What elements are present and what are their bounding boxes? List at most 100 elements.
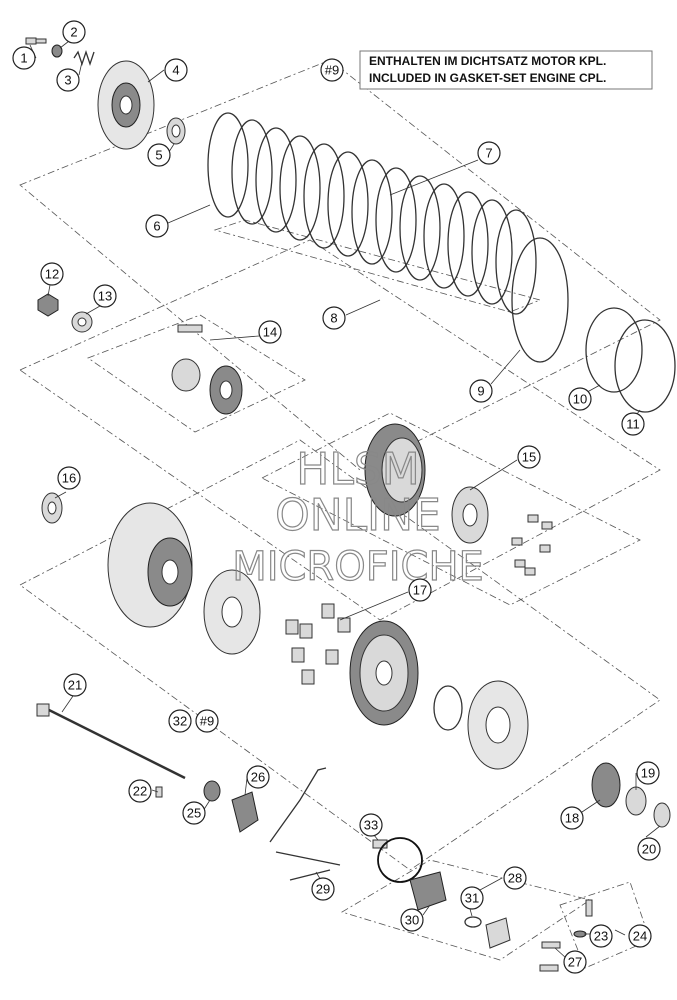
- callout-32: 32: [168, 709, 192, 733]
- svg-text:23: 23: [594, 929, 608, 944]
- svg-text:10: 10: [573, 392, 587, 407]
- ring-part-10: [585, 307, 643, 393]
- svg-text:24: 24: [633, 929, 647, 944]
- callout-1: 1: [12, 46, 36, 70]
- spring-part-3: [73, 49, 95, 67]
- panel-primary-gear: [19, 439, 661, 871]
- watermark: HLSM ONLINE MICROFICHE: [232, 443, 485, 590]
- callout-11: 11: [621, 412, 645, 436]
- callout-31: 31: [460, 886, 484, 910]
- panel-damper: [19, 239, 661, 621]
- clutch-plates-stack: [207, 112, 569, 363]
- svg-text:11: 11: [626, 417, 640, 432]
- callout-17: 17: [408, 578, 432, 602]
- slave-cover-part-28: [485, 917, 511, 949]
- callout-28: 28: [503, 866, 527, 890]
- callout-32-ref: #9: [195, 709, 219, 733]
- callout-9: 9: [469, 379, 493, 403]
- gear-part-18: [591, 762, 621, 808]
- callout-5: 5: [147, 143, 171, 167]
- callout-22: 22: [128, 779, 152, 803]
- callout-16: 16: [57, 466, 81, 490]
- bearing-part-25: [203, 780, 221, 802]
- svg-text:15: 15: [522, 450, 536, 465]
- bearing-part-5: [166, 117, 186, 145]
- damper-springs-part-17: [285, 603, 351, 685]
- bolt-part-27b: [539, 964, 559, 972]
- svg-text:28: 28: [508, 871, 522, 886]
- note-ref-badge: #9: [320, 58, 344, 82]
- bush-part-33: [372, 839, 388, 849]
- svg-text:18: 18: [565, 811, 579, 826]
- lever-part-26: [231, 791, 259, 833]
- nut-part-12: [37, 293, 59, 317]
- callout-23: 23: [589, 924, 613, 948]
- o-ring-part-31: [464, 916, 482, 928]
- panel-slave-28: [341, 859, 591, 961]
- clutch-basket-part-17: [107, 502, 261, 655]
- svg-text:25: 25: [187, 806, 201, 821]
- pressure-plate-part-4: [97, 60, 155, 150]
- pin-part-22: [155, 786, 163, 798]
- shift-fork-part-29: [269, 767, 341, 881]
- bolt-part-27a: [541, 941, 561, 949]
- washer-part-2: [51, 44, 63, 58]
- backing-plate-part-17: [467, 680, 529, 770]
- svg-text:19: 19: [641, 766, 655, 781]
- svg-text:9: 9: [477, 384, 484, 399]
- ring-part-11: [614, 319, 676, 413]
- push-rod-part-21: [36, 703, 186, 780]
- callout-29: 29: [311, 877, 335, 901]
- callout-2: 2: [62, 20, 86, 44]
- callout-26: 26: [246, 765, 270, 789]
- callout-7: 7: [477, 141, 501, 165]
- panel-basket-15: [261, 412, 641, 606]
- callout-20: 20: [637, 837, 661, 861]
- panel-plates-7: [213, 219, 542, 313]
- rotation-arrow-icon: [377, 837, 423, 883]
- callout-25: 25: [182, 801, 206, 825]
- bushings-part-15: [511, 514, 553, 576]
- primary-gear-part-17: [349, 620, 419, 726]
- hub-assembly-part-14: [171, 324, 243, 415]
- svg-text:4: 4: [172, 63, 179, 78]
- svg-text:6: 6: [153, 219, 160, 234]
- svg-text:27: 27: [568, 955, 582, 970]
- callout-24: 24: [628, 924, 652, 948]
- callout-21: 21: [63, 673, 87, 697]
- svg-text:33: 33: [364, 818, 378, 833]
- gear-part-15: [364, 423, 489, 544]
- callout-27: 27: [563, 950, 587, 974]
- svg-text:2: 2: [70, 25, 77, 40]
- watermark-line-3: MICROFICHE: [232, 544, 484, 590]
- watermark-line-2: ONLINE: [275, 490, 441, 541]
- svg-text:31: 31: [465, 891, 479, 906]
- svg-text:13: 13: [98, 289, 112, 304]
- callout-12: 12: [40, 262, 64, 286]
- slave-cylinder-part-30: [409, 871, 447, 911]
- callout-33: 33: [359, 813, 383, 837]
- svg-text:8: 8: [330, 311, 337, 326]
- svg-text:29: 29: [316, 882, 330, 897]
- ring-part-17: [433, 685, 463, 731]
- panel-clutch-pack: [19, 59, 661, 471]
- note-ref-text: #9: [325, 63, 339, 78]
- bleed-screw-part-24: [585, 899, 593, 917]
- svg-text:17: 17: [413, 583, 427, 598]
- callout-10: 10: [568, 387, 592, 411]
- svg-text:30: 30: [405, 913, 419, 928]
- svg-text:26: 26: [251, 770, 265, 785]
- svg-text:#9: #9: [200, 714, 214, 729]
- note-line-2: INCLUDED IN GASKET-SET ENGINE CPL.: [369, 71, 606, 85]
- watermark-line-1: HLSM: [296, 444, 420, 495]
- panel-hub-14: [87, 314, 306, 433]
- note-line-1: ENTHALTEN IM DICHTSATZ MOTOR KPL.: [369, 54, 606, 68]
- callout-4: 4: [164, 58, 188, 82]
- svg-text:12: 12: [45, 267, 59, 282]
- needle-bearing-part-19: [625, 786, 647, 816]
- gasket-note-box: [359, 50, 653, 90]
- callout-8: 8: [322, 306, 346, 330]
- callout-3: 3: [56, 68, 80, 92]
- svg-text:20: 20: [642, 842, 656, 857]
